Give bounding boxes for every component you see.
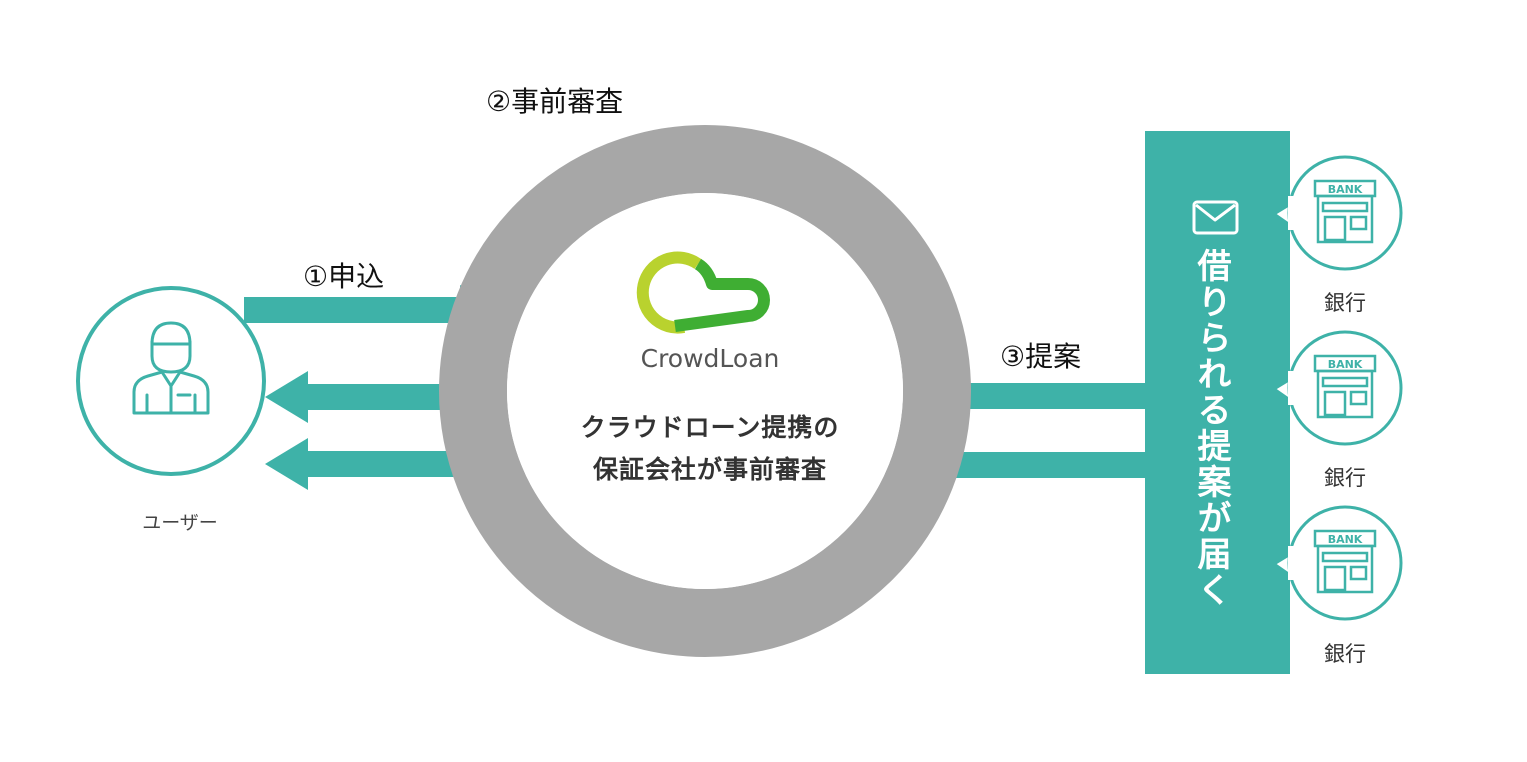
user-circle: [76, 286, 266, 476]
bank-building-icon: BANK: [1313, 354, 1377, 419]
proposal-banner-text: 借りられる提案が届く: [1191, 248, 1231, 608]
proposal-bar-2: [940, 452, 1150, 478]
bank-building-icon: BANK: [1313, 529, 1377, 594]
step-pre-screening-label: ②事前審査: [486, 85, 624, 118]
proposal-banner: [1145, 131, 1290, 674]
bank-sign: BANK: [1328, 358, 1363, 371]
envelope-icon: [1192, 200, 1239, 235]
screening-circle-inner: [507, 193, 903, 589]
user-icon: [132, 321, 210, 415]
bank-bubble-3: [1271, 505, 1403, 621]
bank-bubble-1: [1271, 155, 1403, 271]
bank-building-icon: BANK: [1313, 179, 1377, 244]
bank-bubble-2: [1271, 330, 1403, 446]
center-text-line1: クラウドローン提携の: [580, 413, 840, 442]
proposal-bar-1: [940, 383, 1150, 409]
crowdloan-logo-icon: [636, 251, 770, 334]
return-arrow-2: [265, 438, 465, 490]
screening-ring: [439, 125, 971, 657]
center-text-line2: 保証会社が事前審査: [592, 455, 827, 484]
step-proposal-label: ③提案: [1000, 340, 1082, 373]
brand-name: CrowdLoan: [640, 344, 780, 373]
bank-label: 銀行: [1324, 642, 1366, 666]
bank-label: 銀行: [1324, 291, 1366, 315]
user-label: ユーザー: [142, 512, 218, 534]
return-arrow-1: [265, 371, 465, 423]
bank-label: 銀行: [1324, 466, 1366, 490]
bank-sign: BANK: [1328, 533, 1363, 546]
step-apply-label: ①申込: [303, 260, 385, 293]
bank-sign: BANK: [1328, 183, 1363, 196]
